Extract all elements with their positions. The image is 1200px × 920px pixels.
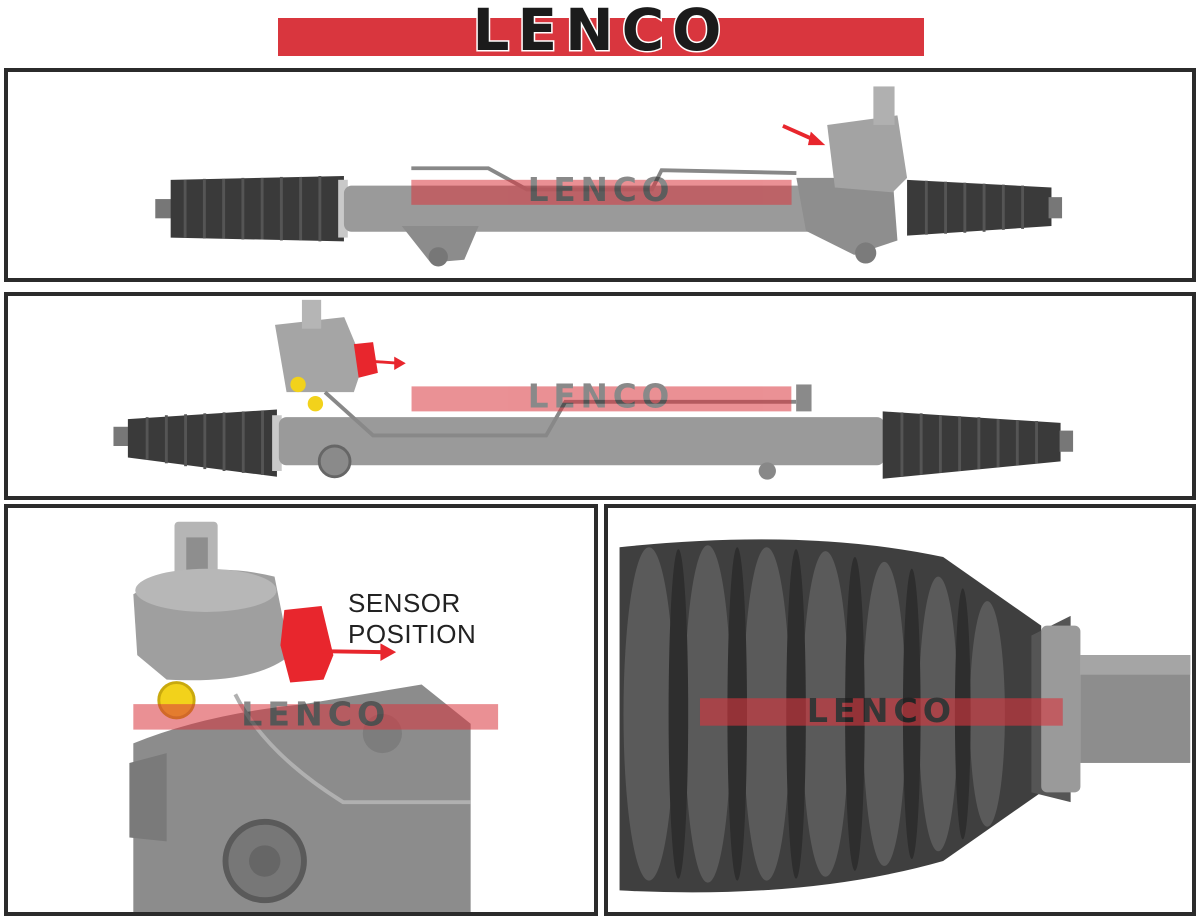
boot-closeup-photo: LENCO: [604, 504, 1196, 916]
boot-closeup-image: LENCO: [609, 508, 1191, 912]
steering-rack-image-2: LENCO: [113, 299, 1074, 480]
brand-watermark: LENCO: [699, 691, 1063, 730]
sensor-detail-image: LENCO: [129, 521, 499, 912]
svg-text:LENCO: LENCO: [473, 4, 730, 58]
steering-rack-photo-front: LENCO: [4, 292, 1196, 500]
svg-text:LENCO: LENCO: [528, 378, 674, 416]
steering-rack-image-1: LENCO: [155, 86, 1063, 267]
steering-rack-photo-side: LENCO: [4, 68, 1196, 282]
sensor-position-caption: SENSOR POSITION: [348, 588, 477, 649]
brand-watermark: LENCO: [411, 171, 792, 209]
svg-text:LENCO: LENCO: [241, 695, 390, 734]
brand-logo: LENCO: [278, 0, 924, 66]
brand-watermark: LENCO: [133, 695, 499, 734]
red-arrow-icon: [782, 124, 826, 146]
brand-watermark: LENCO: [411, 378, 792, 416]
svg-text:LENCO: LENCO: [807, 691, 956, 730]
red-arrow-icon: [321, 643, 397, 661]
sensor-detail-photo: LENCO SENSOR POSITION: [4, 504, 598, 916]
svg-text:LENCO: LENCO: [528, 171, 674, 209]
